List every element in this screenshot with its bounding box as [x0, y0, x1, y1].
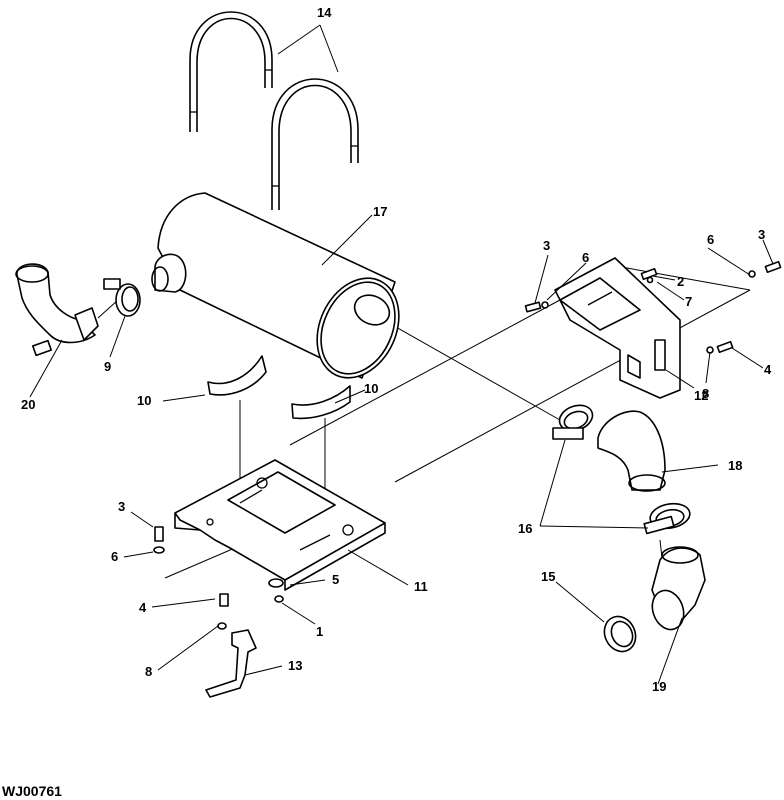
callout-3-top-right: 3	[758, 227, 765, 242]
callout-19: 19	[652, 679, 666, 694]
callout-2: 2	[677, 274, 684, 289]
u-strap-lower	[271, 78, 359, 210]
saddle-strap-left	[207, 355, 267, 396]
support-leg	[205, 629, 257, 698]
inlet-elbow	[15, 263, 119, 357]
callout-6-top-left: 6	[582, 250, 589, 265]
callout-16: 16	[518, 521, 532, 536]
callout-15: 15	[541, 569, 555, 584]
callout-7: 7	[685, 294, 692, 309]
mounting-plate	[174, 459, 386, 591]
callout-9: 9	[104, 359, 111, 374]
clamp-upper	[552, 404, 594, 440]
callout-13: 13	[288, 658, 302, 673]
muffler	[151, 192, 400, 379]
clamp-band	[603, 615, 637, 653]
callout-4-bottom: 4	[139, 600, 147, 615]
callout-14: 14	[317, 5, 332, 20]
callout-10-right: 10	[364, 381, 378, 396]
bracket-upper	[554, 257, 681, 399]
elbow-tube-lower	[651, 546, 706, 631]
callout-8-bottom: 8	[145, 664, 152, 679]
callout-17: 17	[373, 204, 387, 219]
u-strap-upper	[189, 11, 273, 132]
fasteners	[153, 260, 782, 630]
callout-8-right: 8	[702, 386, 709, 401]
callout-11: 11	[414, 579, 428, 594]
callout-12: 12	[694, 388, 708, 403]
callout-20: 20	[21, 397, 35, 412]
callout-3-bottom: 3	[118, 499, 125, 514]
callout-6-bottom: 6	[111, 549, 118, 564]
callout-labels: 14 17 3 6 6 3 2 7 20 9 4 8 10 10 12 18 3…	[21, 5, 772, 694]
callout-6-top-right: 6	[707, 232, 714, 247]
clamp-middle	[643, 502, 691, 535]
callout-10-left: 10	[137, 393, 151, 408]
callout-3-top-left: 3	[543, 238, 550, 253]
alignment-lines	[164, 264, 751, 579]
callout-4-right: 4	[764, 362, 772, 377]
callout-18: 18	[728, 458, 742, 473]
leader-lines	[29, 24, 774, 685]
callout-1: 1	[316, 624, 323, 639]
saddle-strap-right	[291, 385, 351, 420]
callout-5: 5	[332, 572, 339, 587]
elbow-tube-upper	[597, 410, 666, 492]
clamp-inlet	[103, 278, 141, 317]
figure-id: WJ00761	[2, 783, 62, 799]
